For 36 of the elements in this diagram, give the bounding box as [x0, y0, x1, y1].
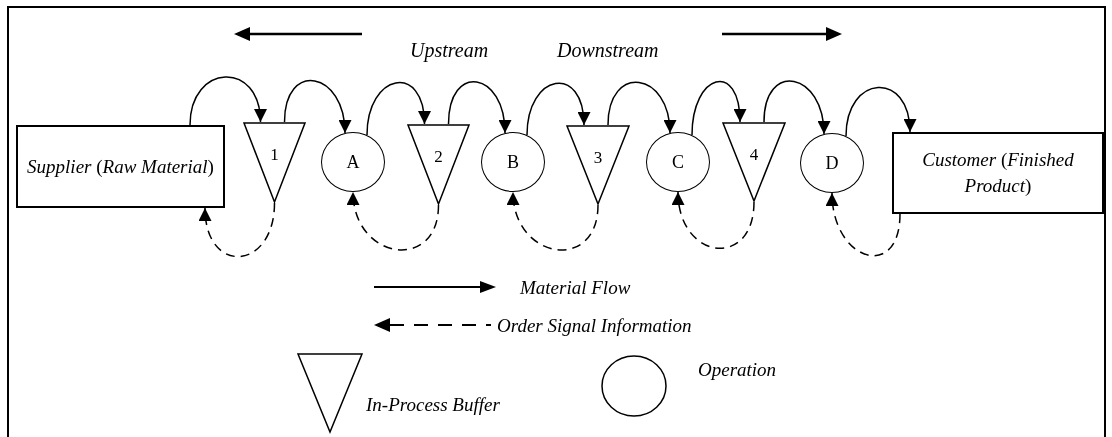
node-text: Customer (Finished Product)	[921, 148, 1075, 198]
legend-text: In-Process Buffer	[366, 393, 500, 417]
direction-label: Upstream	[410, 38, 489, 63]
node-text: C	[672, 153, 684, 171]
process-box	[892, 132, 1104, 214]
dashed-arrow	[507, 191, 599, 251]
process-box	[16, 125, 225, 208]
direction-label: Downstream	[557, 38, 659, 63]
dashed-arrow	[826, 192, 901, 257]
buffer-triangle	[407, 124, 470, 205]
buffer-triangle	[566, 125, 630, 205]
node-text: A	[346, 153, 360, 171]
legend-text: Order Signal Information	[497, 314, 692, 338]
legend-text: Material Flow	[520, 276, 631, 300]
arc-arrow	[607, 81, 676, 134]
node-text: 3	[593, 149, 603, 166]
node-text: 1	[270, 146, 279, 163]
buffer-triangle	[722, 122, 786, 202]
dashed-arrow	[672, 191, 755, 249]
node-text: 4	[749, 146, 759, 163]
arc-arrow	[691, 80, 746, 136]
arc-arrow	[366, 82, 430, 136]
legend-text: Operation	[698, 358, 777, 382]
arc-arrow	[189, 76, 266, 126]
buffer-triangle	[243, 122, 306, 203]
node-text: 2	[434, 148, 443, 165]
node-text: Supplier (Raw Material)	[27, 154, 214, 179]
dashed-arrow	[199, 202, 276, 258]
node-text: B	[507, 153, 519, 171]
arc-arrow	[526, 82, 590, 136]
arc-arrow	[447, 81, 511, 134]
arc-arrow	[283, 80, 351, 134]
dashed-arrow	[347, 191, 440, 251]
arc-arrow	[845, 86, 916, 137]
arc-arrow	[763, 80, 830, 135]
node-text: D	[825, 154, 839, 172]
